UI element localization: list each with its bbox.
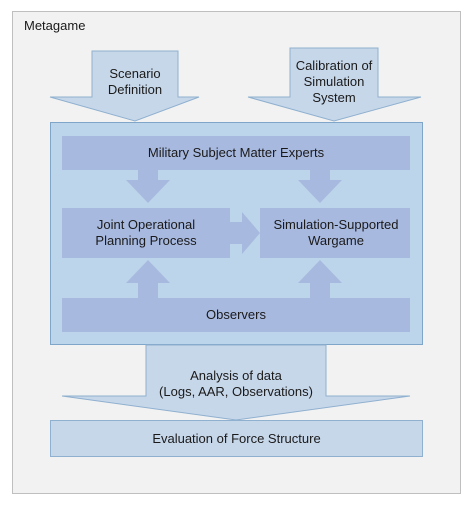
- wargame-label: Simulation-Supported Wargame: [273, 217, 399, 248]
- planning-to-wargame-arrow: [230, 212, 260, 254]
- calibration-arrow: [247, 47, 422, 122]
- experts-to-wargame-arrow: [298, 170, 342, 203]
- analysis-label: Analysis of data (Logs, AAR, Observation…: [159, 368, 313, 399]
- scenario-definition-label: Scenario Definition: [107, 66, 163, 97]
- scenario-definition-arrow: [49, 50, 200, 122]
- calibration-label: Calibration of Simulation System: [295, 58, 373, 105]
- evaluation-label: Evaluation of Force Structure: [152, 430, 321, 446]
- observers-label: Observers: [206, 307, 266, 322]
- observers-to-wargame-arrow: [298, 260, 342, 298]
- evaluation-box: [50, 420, 423, 457]
- observers-to-planning-arrow: [126, 260, 170, 298]
- analysis-arrow: [61, 344, 411, 421]
- planning-block: [62, 208, 230, 258]
- planning-label: Joint Operational Planning Process: [95, 217, 197, 248]
- wargame-block: [260, 208, 410, 258]
- experts-to-planning-arrow: [126, 170, 170, 203]
- experts-band: [62, 136, 410, 170]
- diagram-title: Metagame: [24, 18, 86, 33]
- experts-label: Military Subject Matter Experts: [147, 145, 325, 160]
- observers-band: [62, 298, 410, 332]
